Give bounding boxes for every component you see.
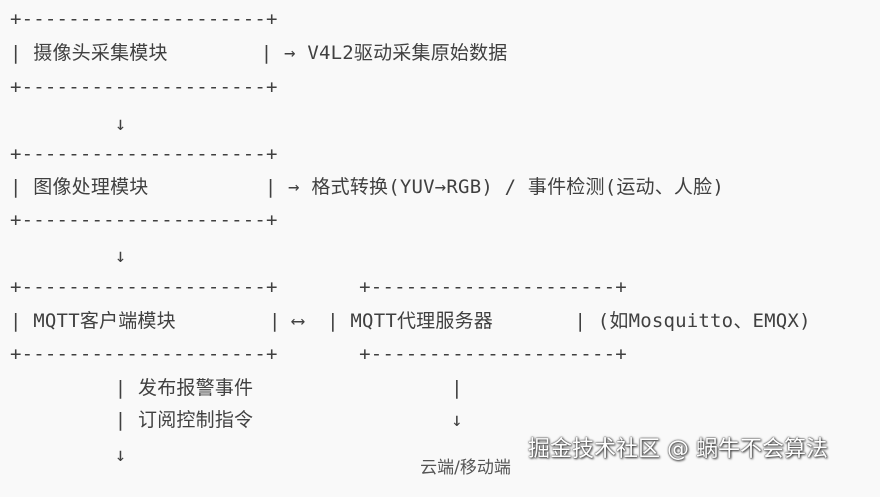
- publish-alert-row: | 发布报警事件 |: [10, 377, 463, 399]
- watermark: 云端/移动端 掘金技术社区 @ 蜗牛不会算法: [410, 434, 828, 497]
- mqtt-modules-row: | MQTT客户端模块 | ⟷ | MQTT代理服务器 | (如Mosquitt…: [10, 310, 811, 332]
- image-module-bottom-border: +---------------------+: [10, 209, 278, 231]
- cloud-mobile-label: 云端/移动端: [420, 458, 511, 478]
- camera-module-row: | 摄像头采集模块 | → V4L2驱动采集原始数据: [10, 42, 508, 64]
- camera-module-bottom-border: +---------------------+: [10, 76, 278, 98]
- image-module-row: | 图像处理模块 | → 格式转换(YUV→RGB) / 事件检测(运动、人脸): [10, 176, 724, 198]
- ascii-architecture-diagram: +---------------------+ | 摄像头采集模块 | → V4…: [10, 8, 811, 466]
- camera-module-top-border: +---------------------+: [10, 8, 278, 30]
- mqtt-modules-top-border: +---------------------+ +---------------…: [10, 276, 627, 298]
- mqtt-modules-bottom-border: +---------------------+ +---------------…: [10, 343, 627, 365]
- juejin-watermark: 掘金技术社区 @ 蜗牛不会算法: [528, 437, 828, 462]
- down-arrow-3: ↓: [10, 444, 127, 466]
- down-arrow-1: ↓: [10, 113, 127, 135]
- subscribe-control-row: | 订阅控制指令 ↓: [10, 409, 463, 431]
- image-module-top-border: +---------------------+: [10, 143, 278, 165]
- down-arrow-2: ↓: [10, 245, 127, 267]
